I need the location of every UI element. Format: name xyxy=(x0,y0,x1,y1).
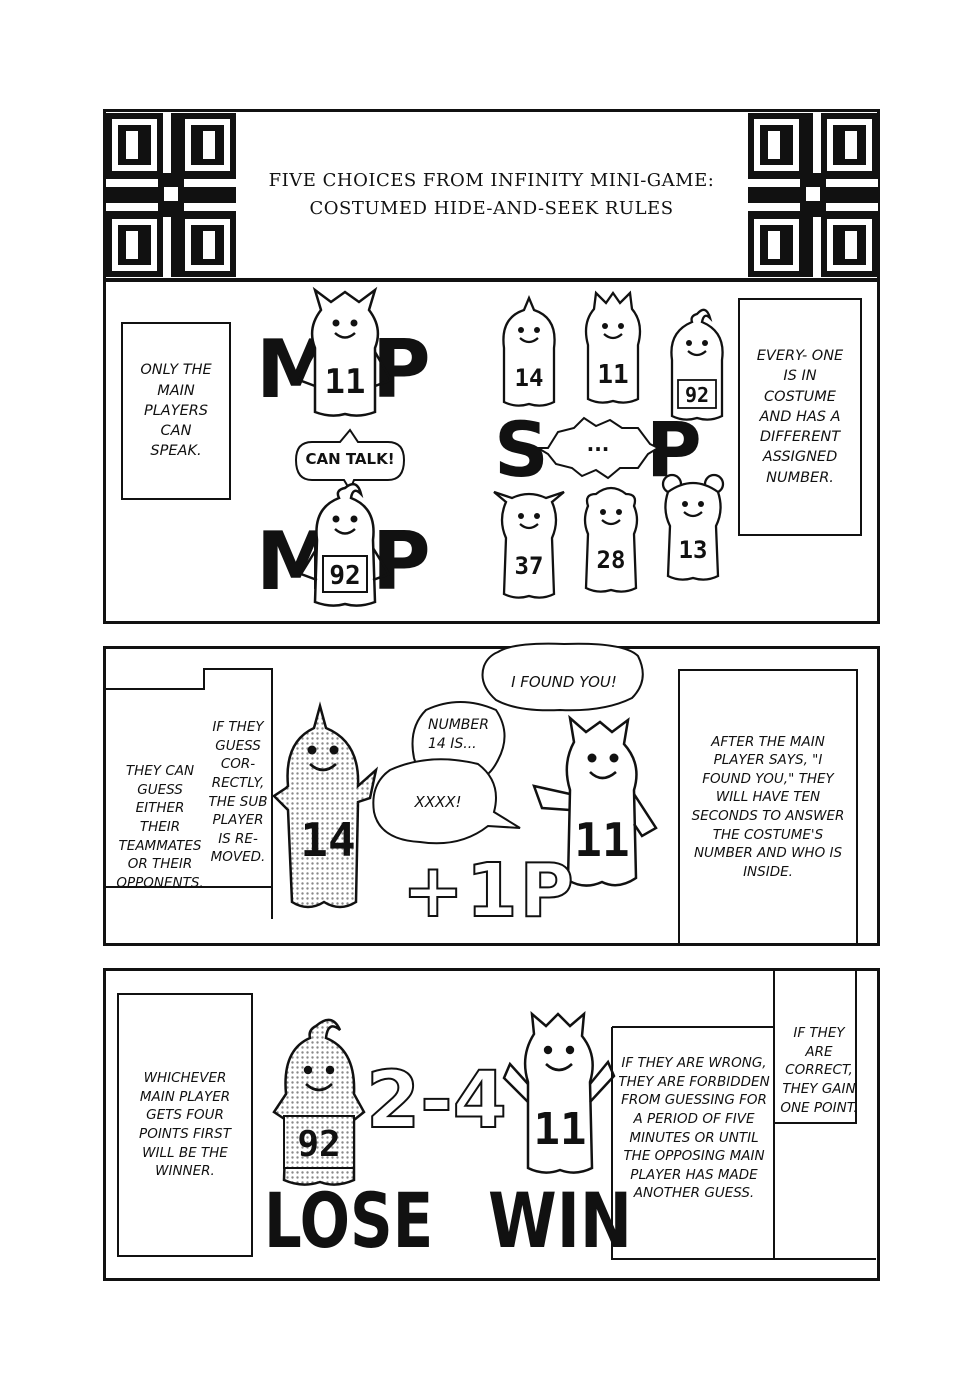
sub-player-number-14: 14 xyxy=(515,364,544,392)
panel3-right-note-frame xyxy=(611,969,876,1260)
sub-player-number-13: 13 xyxy=(679,536,708,564)
panel3-left-note: WHICHEVER MAIN PLAYER GETS FOUR POINTS F… xyxy=(117,993,253,1257)
main-player-11-character: 11 xyxy=(297,286,393,417)
right-maze-ornament xyxy=(748,113,878,277)
main-player-number-92: 92 xyxy=(329,561,360,591)
main-player-92-character: 92 xyxy=(299,482,391,607)
mp-letter-p-top: P xyxy=(372,323,431,416)
page-title: FIVE CHOICES FROM INFINITY MINI-GAME: CO… xyxy=(235,113,748,277)
sub-player-92-character: 92 xyxy=(670,308,724,421)
panel3-left-note-text: WHICHEVER MAIN PLAYER GETS FOUR POINTS F… xyxy=(139,1070,231,1180)
panel1-left-note-text: ONLY THE MAIN PLAYERS CAN SPEAK. xyxy=(140,362,212,460)
panel1-left-note: ONLY THE MAIN PLAYERS CAN SPEAK. xyxy=(121,322,231,500)
found-you-bubble xyxy=(481,642,644,712)
plus-one-point: +1P xyxy=(401,848,576,934)
panel1-right-note-text: EVERY- ONE IS IN COSTUME AND HAS A DIFFE… xyxy=(756,347,844,486)
sub-player-11-character: 11 xyxy=(584,290,642,404)
xxxx-bubble xyxy=(372,758,521,845)
sub-player-14-character: 14 xyxy=(502,295,556,407)
sub-player-number-28: 28 xyxy=(597,546,626,574)
panel3-number-11: 11 xyxy=(534,1104,587,1155)
silent-bubble xyxy=(534,416,661,480)
number-bubble-text: NUMBER 14 IS... xyxy=(428,717,489,753)
main-player-11-panel2-character: 11 xyxy=(532,714,658,887)
panel2-right-note: AFTER THE MAIN PLAYER SAYS, "I FOUND YOU… xyxy=(678,669,858,945)
title-line-1: FIVE CHOICES FROM INFINITY MINI-GAME: xyxy=(268,170,715,192)
lose-label: LOSE xyxy=(264,1176,434,1265)
panel2-left-note-text: THEY CAN GUESS EITHER THEIR TEAMMATES OR… xyxy=(116,763,204,891)
sub-player-number-11: 11 xyxy=(597,360,628,390)
sub-player-number-37: 37 xyxy=(515,552,544,580)
found-you-text: I FOUND YOU! xyxy=(511,673,617,691)
can-talk-text: CAN TALK! xyxy=(305,450,395,468)
sub-player-14-dotted-character: 14 xyxy=(272,701,379,909)
sub-player-13-character: 13 xyxy=(661,473,725,581)
main-player-92-dotted-character: 92 xyxy=(272,1018,366,1186)
silent-bubble-text: ... xyxy=(586,432,610,456)
main-player-11-panel3-character: 11 xyxy=(502,1011,616,1174)
final-score: 2-4 xyxy=(365,1056,508,1146)
dotted-number-14: 14 xyxy=(300,813,355,867)
panel2-mid-note-text: IF THEY GUESS COR- RECTLY, THE SUB PLAYE… xyxy=(208,719,268,866)
panel3-mid-note-text: IF THEY ARE WRONG, THEY ARE FORBIDDEN FR… xyxy=(618,1055,770,1202)
panel2-right-note-text: AFTER THE MAIN PLAYER SAYS, "I FOUND YOU… xyxy=(691,733,845,880)
dotted-number-92: 92 xyxy=(297,1124,340,1165)
sub-player-number-92: 92 xyxy=(685,383,709,407)
title-line-2: COSTUMED HIDE-AND-SEEK RULES xyxy=(309,198,674,219)
panel3-right-note-text: IF THEY ARE CORRECT, THEY GAIN ONE POINT… xyxy=(780,1025,858,1116)
sub-player-28-character: 28 xyxy=(583,486,639,593)
panel1-right-note: EVERY- ONE IS IN COSTUME AND HAS A DIFFE… xyxy=(738,298,862,536)
xxxx-bubble-text: XXXX! xyxy=(414,793,462,811)
panel2-number-11: 11 xyxy=(574,813,629,867)
left-maze-ornament xyxy=(106,113,236,277)
win-label: WIN xyxy=(488,1176,633,1265)
main-player-number-11: 11 xyxy=(325,362,366,402)
panel2-left-note-frame xyxy=(104,668,273,919)
can-talk-bubble xyxy=(294,428,406,493)
sub-player-37-character: 37 xyxy=(493,490,565,599)
